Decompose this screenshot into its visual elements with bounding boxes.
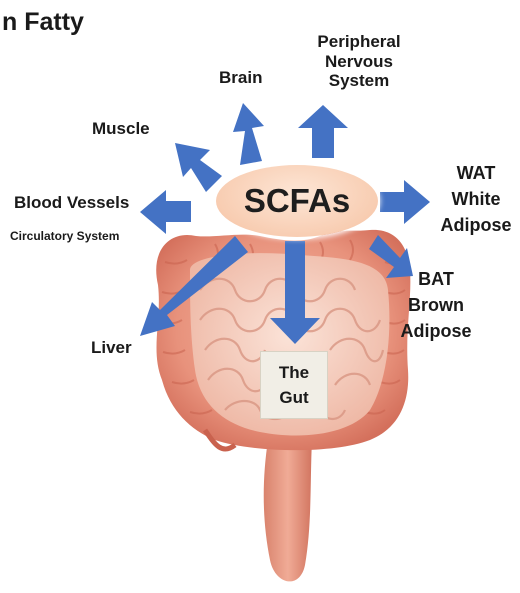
- arrow-to-brain: [233, 103, 264, 165]
- appendix-shape: [202, 428, 237, 452]
- arrow-to-wat: [380, 180, 430, 224]
- bat-label-line2: Brown: [408, 295, 464, 316]
- pns-label: Peripheral Nervous System: [309, 32, 409, 91]
- arrow-to-blood-vessels: [140, 190, 191, 234]
- wat-label: WAT White Adipose: [436, 160, 516, 238]
- gut-label-box: The Gut: [260, 351, 328, 419]
- muscle-label: Muscle: [92, 119, 150, 138]
- bat-label: BAT Brown Adipose: [396, 266, 476, 344]
- small-intestine-coils: [199, 277, 385, 421]
- gut-label-line1: The: [278, 362, 310, 382]
- pns-label-line3: System: [328, 71, 390, 91]
- arrow-to-gut: [270, 241, 320, 344]
- brain-label: Brain: [219, 68, 263, 87]
- arrow-to-muscle: [175, 143, 222, 192]
- bat-label-line3: Adipose: [400, 321, 472, 342]
- rectum-shape: [263, 440, 312, 582]
- wat-label-line2: White: [451, 189, 501, 210]
- page-title: n Fatty: [2, 8, 84, 36]
- pns-label-line1: Peripheral: [317, 32, 401, 51]
- blood-vessels-label: Blood Vessels: [14, 193, 130, 212]
- scfas-hub: SCFAs: [216, 165, 378, 237]
- arrow-to-pns: [298, 105, 348, 158]
- arrow-to-liver: [140, 236, 248, 336]
- circulatory-system-label: Circulatory System: [10, 229, 120, 243]
- wat-label-line1: WAT: [456, 163, 496, 183]
- wat-label-line3: Adipose: [440, 215, 512, 236]
- liver-label: Liver: [91, 338, 132, 357]
- gut-label-line2: Gut: [279, 388, 309, 407]
- pns-label-line2: Nervous: [324, 51, 394, 71]
- arrow-to-bat: [369, 235, 413, 278]
- scfas-hub-label: SCFAs: [243, 182, 351, 219]
- arrows-group: [140, 103, 430, 344]
- bat-label-line1: BAT: [418, 269, 454, 289]
